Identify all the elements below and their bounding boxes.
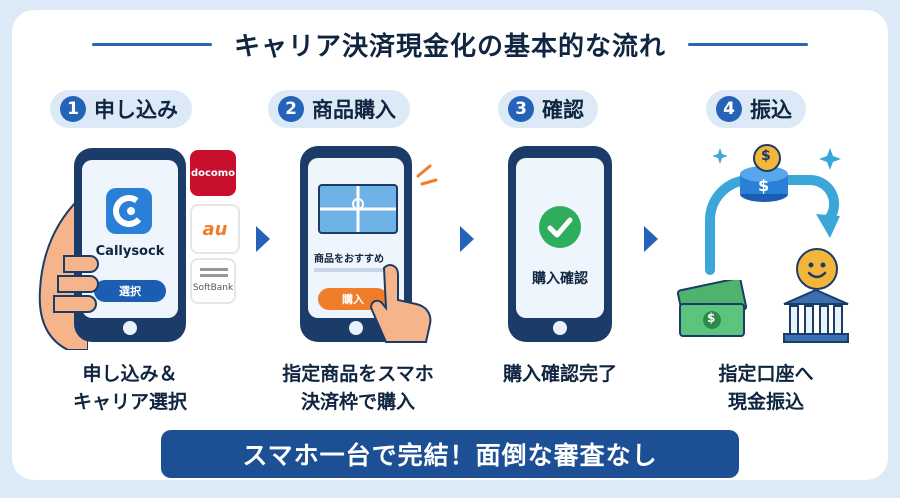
- step-3-caption: 購入確認完了: [460, 360, 660, 388]
- step-4-caption-line1: 指定口座へ: [718, 363, 814, 385]
- step-4-caption-line2: 現金振込: [727, 391, 804, 413]
- title-rule-left: [91, 42, 212, 46]
- purchase-confirmed-text: 購入確認: [532, 271, 588, 287]
- step-1-caption: 申し込み＆ キャリア選択: [30, 360, 230, 416]
- banner-text: スマホ一台で完結！面倒な審査なし: [242, 441, 658, 470]
- step-2-caption-line2: 決済枠で購入: [300, 391, 415, 413]
- step-1-name: 申し込み: [94, 98, 178, 122]
- step-4-number: 4: [716, 96, 742, 122]
- phone-step-3: 購入確認: [508, 146, 612, 342]
- step-2-caption-line1: 指定商品をスマホ: [282, 363, 434, 385]
- step-1-caption-line1: 申し込み＆: [82, 363, 178, 385]
- step-4-label: 4 振込: [706, 90, 806, 128]
- coin-stack-icon: $: [738, 160, 790, 204]
- coin-currency-symbol: $: [758, 176, 770, 195]
- softbank-label: SoftBank: [192, 283, 234, 293]
- bank-icon: [782, 288, 850, 344]
- home-button-2: [349, 321, 363, 335]
- step-3-label: 3 確認: [498, 90, 598, 128]
- smiley-icon: [796, 248, 838, 290]
- cash-bills-icon: $: [676, 277, 748, 342]
- step-3-caption-line1: 購入確認完了: [502, 363, 617, 385]
- flow-arrow-3: [644, 226, 658, 252]
- tap-sparkle-icon: [416, 164, 438, 186]
- step-2-caption: 指定商品をスマホ 決済枠で購入: [258, 360, 458, 416]
- softbank-logo-mark: [200, 268, 228, 271]
- phone-3-screen: 購入確認: [516, 158, 604, 318]
- step-1-label: 1 申し込み: [50, 90, 192, 128]
- carrier-docomo[interactable]: docomo: [190, 150, 236, 196]
- check-icon: [539, 206, 581, 248]
- step-4-name: 振込: [750, 98, 792, 122]
- step-1-caption-line2: キャリア選択: [72, 391, 187, 413]
- home-button-3: [553, 321, 567, 335]
- product-line: [314, 268, 398, 272]
- carrier-softbank[interactable]: SoftBank: [190, 258, 236, 304]
- header: キャリア決済現金化の基本的な流れ: [0, 24, 900, 64]
- flow-arrow-1: [256, 226, 270, 252]
- title-rule-right: [688, 42, 808, 46]
- carrier-au[interactable]: au: [190, 204, 240, 254]
- step-2-name: 商品購入: [312, 98, 396, 122]
- bottom-banner: スマホ一台で完結！面倒な審査なし: [161, 430, 739, 478]
- app-name: Callysock: [95, 244, 165, 259]
- gold-coin-icon: $: [753, 144, 781, 172]
- step-2-label: 2 商品購入: [268, 90, 410, 128]
- step-3-number: 3: [508, 96, 534, 122]
- step-3-name: 確認: [542, 98, 584, 122]
- step-4-caption: 指定口座へ 現金振込: [666, 360, 866, 416]
- home-button: [123, 321, 137, 335]
- bill-currency-symbol: $: [707, 311, 716, 325]
- hand-fingers: [53, 255, 99, 313]
- phone-1-screen: Callysock 選択: [82, 160, 178, 318]
- select-button[interactable]: 選択: [94, 280, 166, 302]
- pointing-hand-icon: [370, 264, 432, 343]
- step-1-number: 1: [60, 96, 86, 122]
- app-logo-icon: [106, 188, 152, 234]
- gift-card-icon: [318, 184, 398, 234]
- softbank-logo-mark-2: [200, 274, 228, 277]
- gold-coin-symbol: $: [761, 148, 771, 164]
- product-label: 商品をおすすめ: [314, 254, 384, 265]
- step-2-number: 2: [278, 96, 304, 122]
- flow-arrow-2: [460, 226, 474, 252]
- page-title: キャリア決済現金化の基本的な流れ: [233, 31, 666, 62]
